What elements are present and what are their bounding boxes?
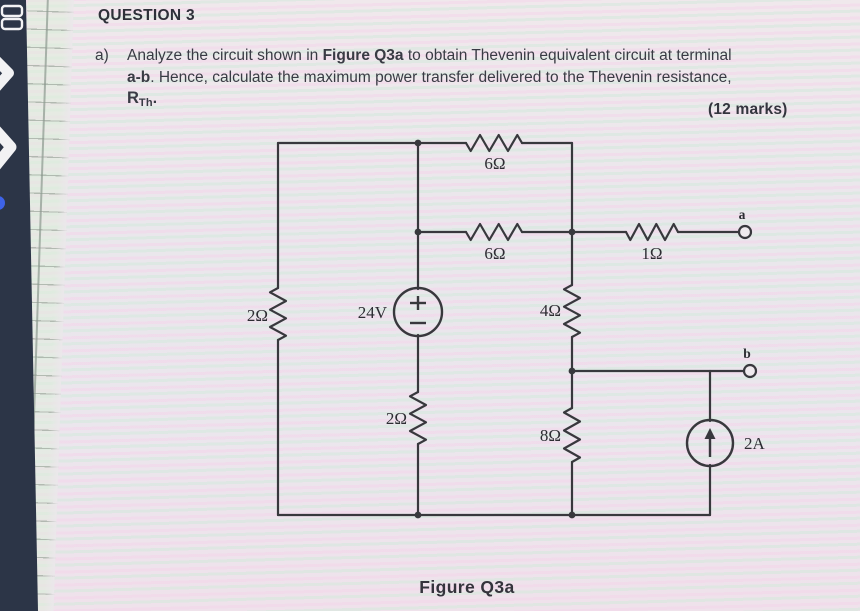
question-line-3: RTh. — [127, 89, 158, 109]
svg-text:24V: 24V — [358, 303, 388, 322]
resistor — [464, 133, 524, 153]
resistor — [624, 222, 680, 242]
junction-dot — [414, 139, 422, 147]
svg-text:4Ω: 4Ω — [540, 301, 561, 320]
marks-label: (12 marks) — [708, 101, 788, 118]
svg-text:8Ω: 8Ω — [540, 426, 561, 445]
app-sidebar — [0, 0, 40, 611]
svg-text:6Ω: 6Ω — [484, 244, 505, 263]
resistor — [562, 283, 582, 339]
notification-dot — [0, 196, 5, 210]
question-heading: QUESTION 3 — [98, 7, 195, 24]
junction-dot — [414, 228, 422, 236]
terminal-a — [737, 224, 753, 240]
chevron-icon-bottom[interactable] — [0, 126, 17, 170]
svg-text:2Ω: 2Ω — [386, 409, 407, 428]
junction-dot — [568, 511, 576, 519]
voltage-source — [392, 286, 444, 338]
panels-icon[interactable] — [0, 4, 24, 31]
circuit-diagram: 6Ω 6Ω 1Ω 2Ω 4Ω 2Ω 8Ω 24V 2A a b — [247, 133, 766, 519]
svg-text:2Ω: 2Ω — [247, 306, 268, 325]
question-item: a) Analyze the circuit shown in Figure Q… — [95, 45, 830, 115]
junction-dot — [568, 367, 576, 375]
figure-caption: Figure Q3a — [419, 577, 515, 597]
question-text: Analyze the circuit shown in Figure Q3a … — [127, 45, 732, 115]
resistor — [268, 286, 288, 342]
junction-dot — [568, 228, 576, 236]
svg-text:1Ω: 1Ω — [641, 244, 662, 263]
svg-text:a: a — [739, 207, 746, 222]
chevron-icon-top[interactable] — [0, 56, 14, 91]
svg-text:6Ω: 6Ω — [484, 154, 505, 173]
question-line-1: Analyze the circuit shown in Figure Q3a … — [127, 47, 732, 64]
current-source — [685, 418, 735, 468]
terminal-b — [742, 363, 758, 379]
sidebar-icons — [0, 4, 24, 210]
junction-dot — [414, 511, 422, 519]
resistor — [408, 390, 428, 446]
svg-text:b: b — [743, 346, 751, 361]
resistor — [562, 406, 582, 464]
svg-text:2A: 2A — [744, 434, 766, 453]
resistor — [464, 222, 524, 242]
question-item-label: a) — [95, 47, 109, 64]
question-line-2: a-b. Hence, calculate the maximum power … — [127, 68, 732, 86]
